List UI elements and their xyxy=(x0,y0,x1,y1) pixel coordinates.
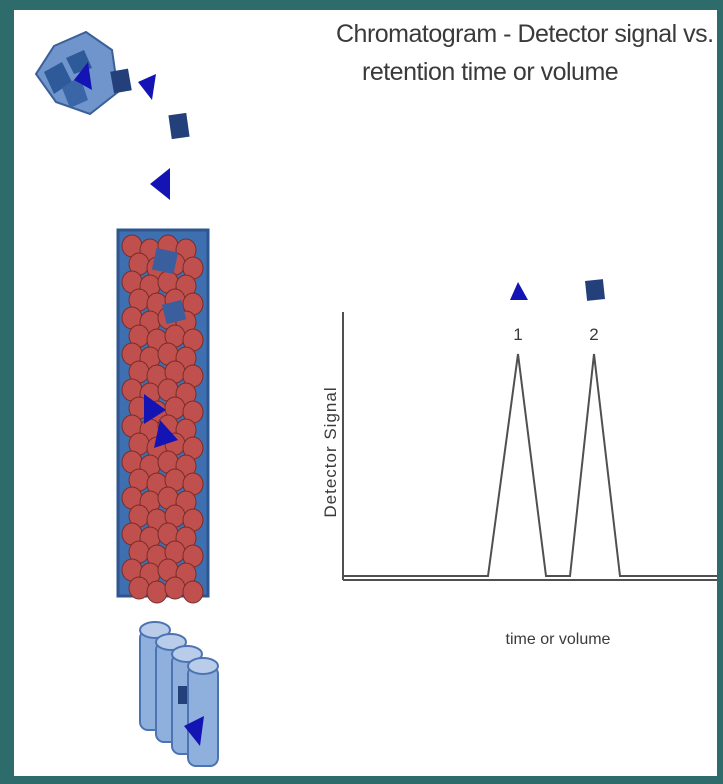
peak-2-label: 2 xyxy=(589,325,598,344)
chart-title-line-2: retention time or volume xyxy=(362,58,619,86)
triangle-analyte xyxy=(138,74,156,100)
sample-mixture xyxy=(34,30,120,116)
peak-2-square-marker xyxy=(585,279,605,301)
square-analyte xyxy=(110,68,132,94)
triangle-analyte xyxy=(150,168,170,200)
bead xyxy=(182,580,204,604)
slide-panel: Chromatogram - Detector signal vs. reten… xyxy=(14,10,717,776)
square-analyte xyxy=(168,112,190,140)
stationary-phase-beads xyxy=(121,234,204,604)
bead xyxy=(128,576,150,600)
bead xyxy=(146,580,168,604)
triangle-analyte-in-tube xyxy=(184,716,204,746)
x-axis-label: time or volume xyxy=(506,631,611,648)
chromatogram: Detector Signal time or volume 1 2 xyxy=(321,279,717,648)
triangle-analyte-in-column xyxy=(144,394,166,424)
triangle-analyte-in-column xyxy=(154,420,178,448)
chromatography-diagram: Detector Signal time or volume 1 2 xyxy=(34,30,717,767)
triangle-analyte-in-sample xyxy=(74,62,92,90)
column xyxy=(116,228,210,604)
collected-fractions xyxy=(139,621,219,767)
square-analyte-in-column xyxy=(161,299,187,325)
peak-1-label: 1 xyxy=(513,325,522,344)
signal-trace xyxy=(343,353,717,577)
bead xyxy=(164,576,186,600)
y-axis-label: Detector Signal xyxy=(321,386,340,517)
square-analyte-in-column xyxy=(151,247,179,275)
peak-1-triangle-marker xyxy=(510,282,528,300)
chart-title-line-1: Chromatogram - Detector signal vs. xyxy=(336,20,714,48)
